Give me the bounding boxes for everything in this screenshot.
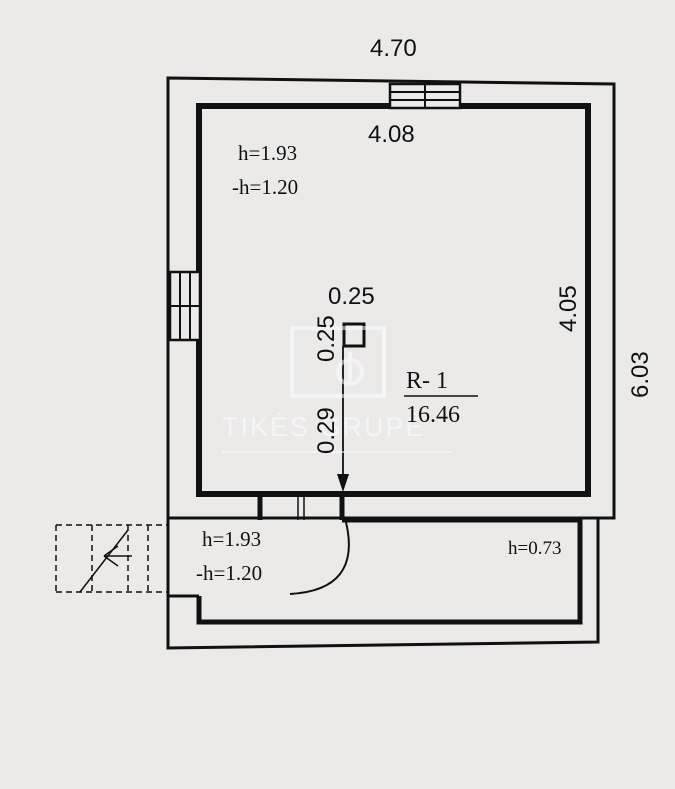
room-area-label: 16.46 — [406, 402, 460, 428]
room-id-label: R- 1 — [406, 368, 448, 394]
watermark-logo — [290, 326, 386, 398]
porch-height: h=0.73 — [508, 538, 561, 559]
watermark-text: TIKĖS GRUPĖ — [222, 411, 426, 442]
upper-room-neg-height: -h=1.20 — [232, 175, 298, 199]
column-square — [342, 322, 366, 348]
lower-room-height: h=1.93 — [202, 527, 261, 551]
stairs-direction-arrow — [79, 529, 132, 593]
column-offset-arrow — [337, 474, 349, 492]
lower-room-neg-height: -h=1.20 — [196, 561, 262, 585]
overall-depth-label: 6.03 — [627, 351, 654, 398]
inner-depth-label: 4.05 — [555, 285, 582, 332]
door-swing-arc — [289, 521, 350, 595]
outer-wall-outline — [166, 76, 616, 520]
inner-width-label: 4.08 — [368, 121, 415, 148]
annex-inner-wall — [196, 517, 583, 625]
column-depth-label: 0.25 — [313, 315, 340, 362]
exterior-stairs — [55, 524, 168, 593]
column-offset-label: 0.29 — [313, 407, 340, 454]
overall-width-label: 4.70 — [370, 35, 417, 62]
column-width-label: 0.25 — [328, 283, 375, 310]
upper-room-height: h=1.93 — [238, 141, 297, 165]
top-window — [388, 82, 462, 110]
left-window — [168, 270, 202, 342]
